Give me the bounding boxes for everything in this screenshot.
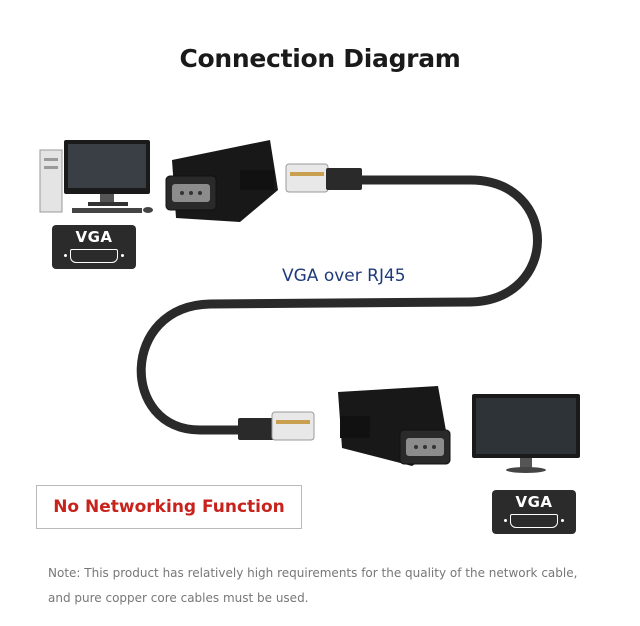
rj45-plug-right-icon [238, 411, 315, 441]
note-line-2: and pure copper core cables must be used… [48, 591, 309, 605]
no-networking-text: No Networking Function [53, 497, 285, 517]
vga-port-icon [504, 514, 564, 528]
vga-adapter-right-icon [338, 386, 451, 466]
vga-left-text: VGA [75, 228, 113, 246]
vga-adapter-left-icon [165, 140, 278, 222]
vga-right-text: VGA [515, 493, 553, 511]
cable-label: VGA over RJ45 [282, 266, 406, 286]
monitor-icon [472, 394, 580, 473]
desktop-computer-icon [39, 140, 153, 213]
vga-label-left: VGA [52, 225, 136, 269]
vga-label-right: VGA [492, 490, 576, 534]
network-cable [136, 175, 542, 435]
diagram-title: Connection Diagram [179, 44, 461, 73]
note-line-1: Note: This product has relatively high r… [48, 566, 578, 580]
rj45-plug-left-icon [285, 163, 362, 193]
no-networking-notice: No Networking Function [36, 485, 302, 529]
vga-port-icon [64, 249, 124, 263]
